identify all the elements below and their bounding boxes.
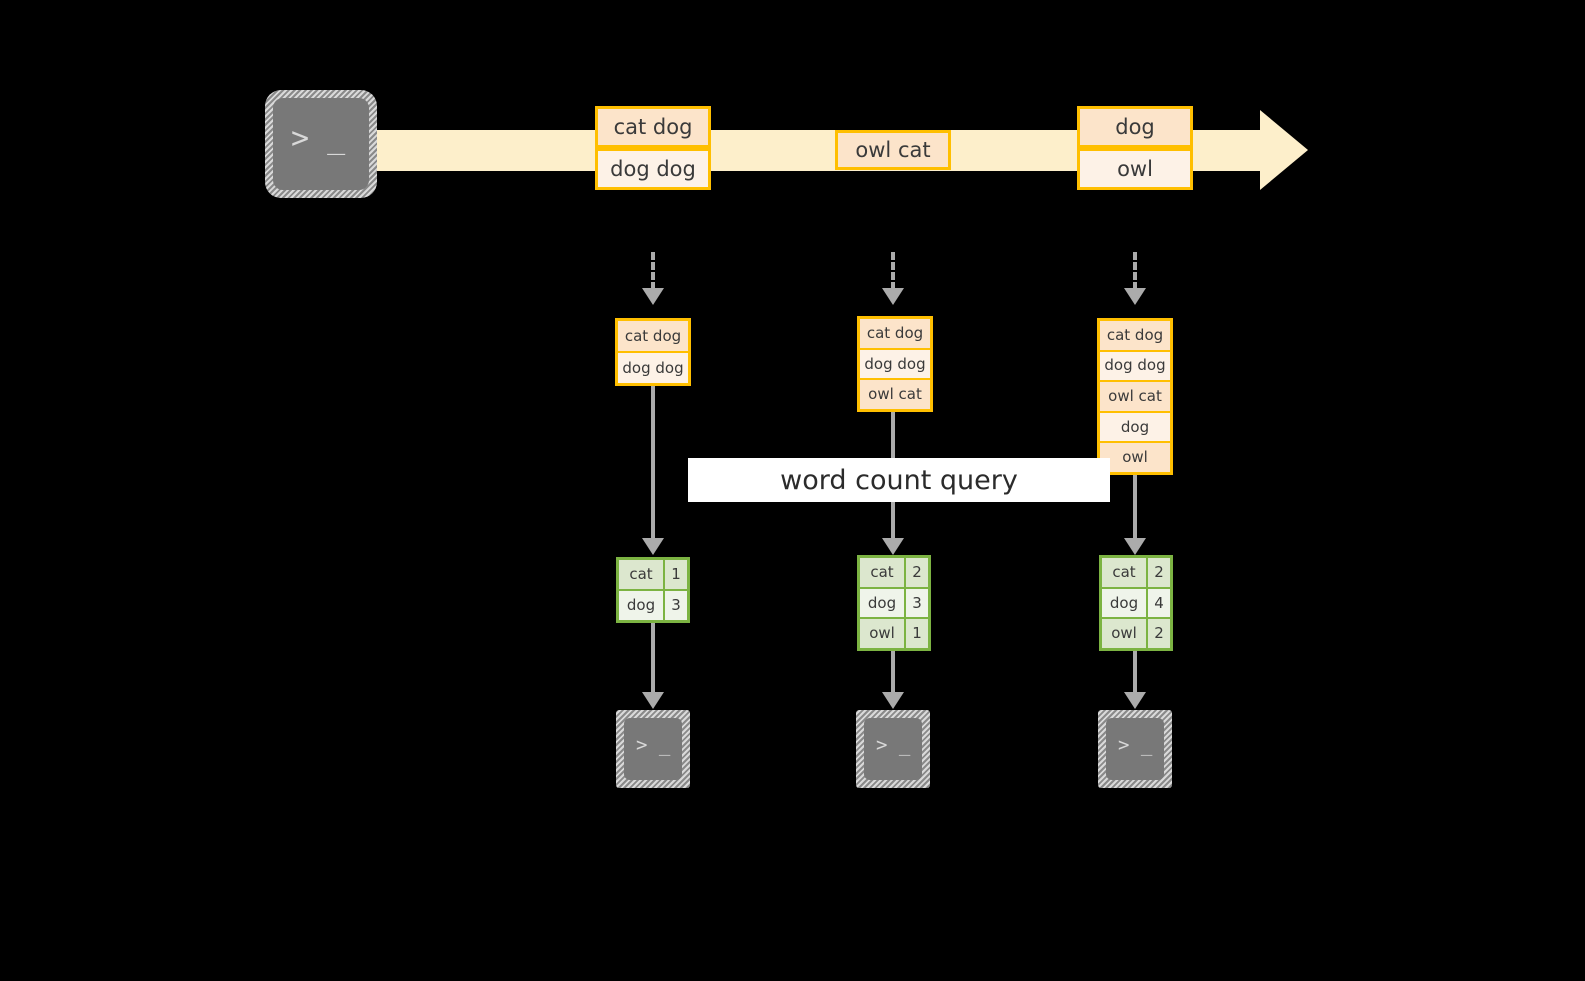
sink-arrow-head-2 xyxy=(882,692,904,709)
terminal-prompt-glyph: > _ xyxy=(291,121,346,156)
sink-arrow-head-1 xyxy=(642,692,664,709)
table-row: dog 3 xyxy=(860,588,928,618)
terminal-prompt-glyph: > _ xyxy=(636,734,671,756)
input-row: cat dog xyxy=(1100,321,1170,350)
sink-arrow-line-1 xyxy=(651,623,655,694)
input-row: owl xyxy=(1100,443,1170,472)
input-row: cat dog xyxy=(618,321,688,351)
table-row: cat 1 xyxy=(619,560,687,589)
input-row: dog dog xyxy=(1100,351,1170,381)
result-count: 3 xyxy=(665,591,687,620)
result-count: 2 xyxy=(906,558,928,587)
result-word: dog xyxy=(1102,588,1146,618)
stream-tap-line-1 xyxy=(651,252,655,290)
table-row: cat 2 xyxy=(860,558,928,587)
query-arrow-line-3 xyxy=(1133,475,1137,540)
sink-arrow-head-3 xyxy=(1124,692,1146,709)
stream-arrow-head xyxy=(1260,110,1308,190)
sink-arrow-line-3 xyxy=(1133,651,1137,694)
snapshot-2-sink-terminal-icon[interactable]: > _ xyxy=(856,710,930,788)
input-row: owl cat xyxy=(1100,382,1170,411)
snapshot-3-sink-terminal-icon[interactable]: > _ xyxy=(1098,710,1172,788)
table-row: owl 1 xyxy=(860,619,928,649)
terminal-body: > _ xyxy=(273,98,369,190)
table-row: cat 2 xyxy=(1102,558,1170,587)
result-count: 1 xyxy=(906,619,928,649)
result-count: 2 xyxy=(1148,558,1170,587)
table-row: owl 2 xyxy=(1102,619,1170,649)
result-count: 1 xyxy=(665,560,687,589)
stream-event-1-line-2: dog dog xyxy=(595,148,711,190)
query-arrow-head-2 xyxy=(882,538,904,555)
stream-event-3-line-2: owl xyxy=(1077,148,1193,190)
snapshot-1-sink-terminal-icon[interactable]: > _ xyxy=(616,710,690,788)
result-word: owl xyxy=(860,619,904,649)
terminal-body: > _ xyxy=(624,718,682,780)
result-word: dog xyxy=(860,588,904,618)
query-arrow-head-1 xyxy=(642,538,664,555)
query-arrow-head-3 xyxy=(1124,538,1146,555)
terminal-prompt-glyph: > _ xyxy=(876,734,911,756)
stream-event-3-line-1: dog xyxy=(1077,106,1193,148)
source-terminal-icon[interactable]: > _ xyxy=(265,90,377,198)
result-word: owl xyxy=(1102,619,1146,649)
input-row: cat dog xyxy=(860,319,930,348)
stream-tap-line-2 xyxy=(891,252,895,290)
stream-tap-arrowhead-3 xyxy=(1124,288,1146,305)
table-row: dog 4 xyxy=(1102,588,1170,618)
stream-event-1-line-1: cat dog xyxy=(595,106,711,148)
snapshot-3-result-table: cat 2 dog 4 owl 2 xyxy=(1099,555,1173,651)
result-word: cat xyxy=(1102,558,1146,587)
terminal-body: > _ xyxy=(1106,718,1164,780)
snapshot-1-input-stack: cat dog dog dog xyxy=(615,318,691,386)
result-word: cat xyxy=(860,558,904,587)
query-label: word count query xyxy=(780,464,1018,496)
result-count: 3 xyxy=(906,588,928,618)
snapshot-2-result-table: cat 2 dog 3 owl 1 xyxy=(857,555,931,651)
table-row: dog 3 xyxy=(619,591,687,620)
snapshot-1-result-table: cat 1 dog 3 xyxy=(616,557,690,623)
snapshot-3-input-stack: cat dog dog dog owl cat dog owl xyxy=(1097,318,1173,475)
terminal-prompt-glyph: > _ xyxy=(1118,734,1153,756)
query-arrow-line-1 xyxy=(651,386,655,540)
result-count: 4 xyxy=(1148,588,1170,618)
query-label-band: word count query xyxy=(688,458,1110,502)
stream-tap-arrowhead-1 xyxy=(642,288,664,305)
result-word: cat xyxy=(619,560,663,589)
input-row: dog dog xyxy=(860,349,930,379)
input-row: dog dog xyxy=(618,353,688,383)
terminal-body: > _ xyxy=(864,718,922,780)
snapshot-2-input-stack: cat dog dog dog owl cat xyxy=(857,316,933,412)
result-word: dog xyxy=(619,591,663,620)
stream-tap-line-3 xyxy=(1133,252,1137,290)
stream-tap-arrowhead-2 xyxy=(882,288,904,305)
result-count: 2 xyxy=(1148,619,1170,649)
sink-arrow-line-2 xyxy=(891,651,895,694)
input-row: dog xyxy=(1100,412,1170,442)
stream-event-2-line-1: owl cat xyxy=(835,130,951,170)
input-row: owl cat xyxy=(860,380,930,410)
